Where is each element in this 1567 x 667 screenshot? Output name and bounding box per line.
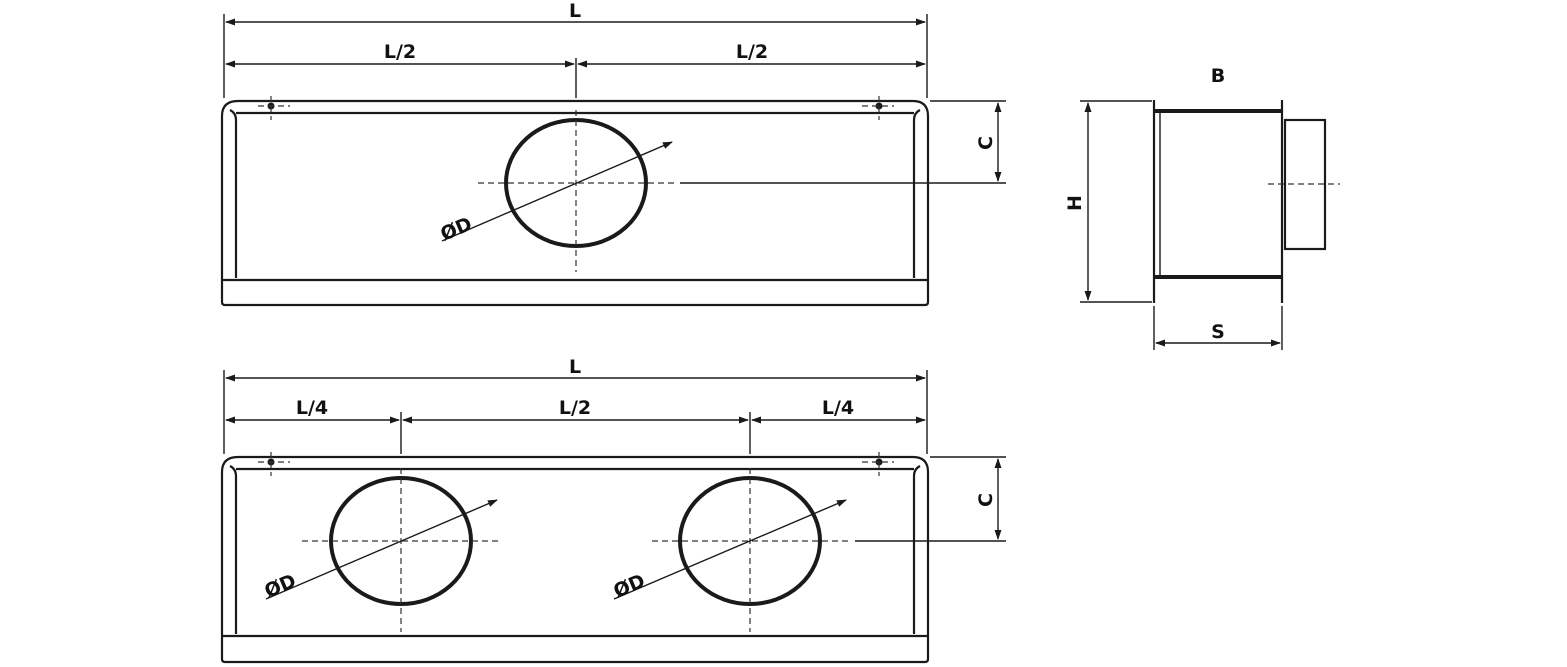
- bottom-diameter-leader-left: [265, 499, 498, 600]
- bottom-diameter-leader-right: [613, 499, 847, 600]
- bottom-left-return: [229, 465, 238, 634]
- top-left-return: [229, 109, 238, 278]
- top-view-single-outlet: L L/2 L/2 ØD C: [220, 0, 1006, 307]
- top-box-outline: [220, 99, 930, 307]
- bottom-label-L4-right: L/4: [822, 397, 854, 419]
- top-label-L2-left: L/2: [384, 41, 416, 63]
- top-label-C: C: [975, 136, 997, 150]
- bottom-label-C: C: [975, 493, 997, 507]
- bottom-view-double-outlet: L L/4 L/2 L/4 ØD ØD: [220, 356, 1006, 664]
- side-label-S: S: [1211, 321, 1225, 343]
- side-label-B: B: [1211, 65, 1225, 87]
- side-label-H: H: [1064, 195, 1086, 211]
- bottom-label-L: L: [569, 356, 581, 378]
- side-spigot: [1283, 118, 1327, 251]
- top-label-L: L: [569, 0, 581, 22]
- bottom-label-D-right: ØD: [610, 570, 648, 603]
- bottom-right-return: [912, 465, 921, 634]
- top-label-L2-right: L/2: [736, 41, 768, 63]
- top-diameter-leader: [441, 141, 673, 242]
- bottom-box-outline: [220, 455, 930, 664]
- bottom-label-D-left: ØD: [261, 570, 299, 603]
- top-label-D: ØD: [437, 213, 475, 246]
- bottom-label-L2: L/2: [559, 397, 591, 419]
- side-view: B H S: [1064, 65, 1340, 350]
- top-right-return: [912, 109, 921, 278]
- bottom-label-L4-left: L/4: [296, 397, 328, 419]
